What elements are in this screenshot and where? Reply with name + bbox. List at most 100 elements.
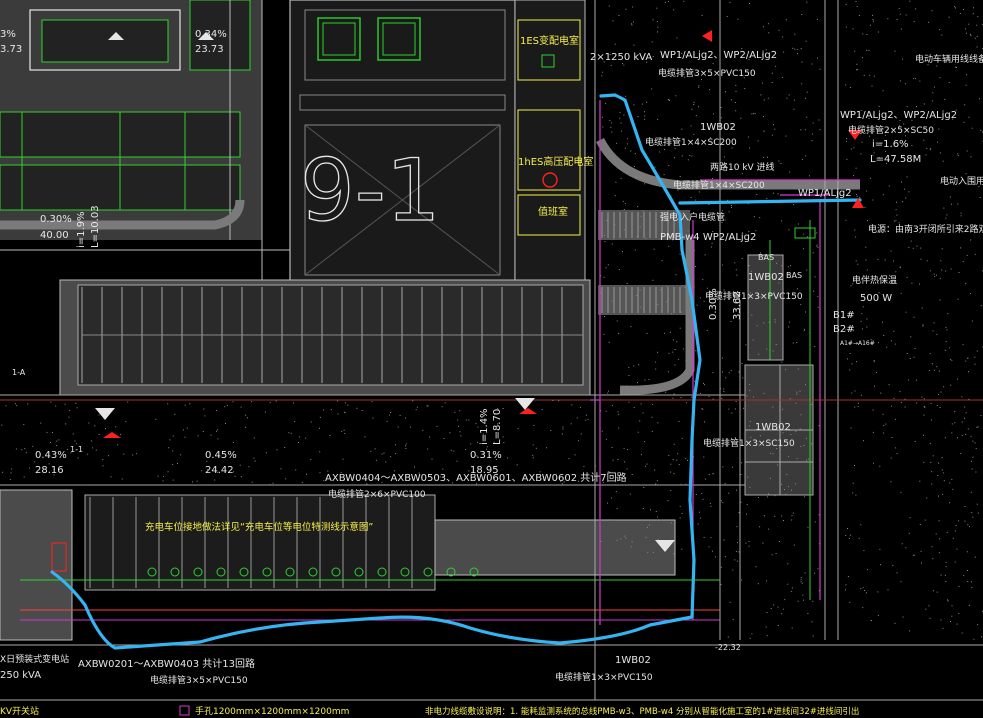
dot xyxy=(954,411,956,413)
dot xyxy=(742,377,744,379)
elevation-label: -22.32 xyxy=(715,643,741,652)
dot xyxy=(855,167,857,169)
dot xyxy=(319,427,320,429)
dot xyxy=(906,353,908,354)
dot xyxy=(240,476,242,478)
dot xyxy=(735,401,737,402)
dot xyxy=(465,449,467,450)
dot xyxy=(749,486,751,488)
dot xyxy=(785,135,787,137)
dot xyxy=(914,441,916,442)
dot xyxy=(10,472,12,474)
dot xyxy=(770,477,771,479)
slope-label: 40.00 xyxy=(40,230,69,241)
dot xyxy=(900,28,902,30)
dot xyxy=(374,448,376,450)
dot xyxy=(971,460,972,462)
dot xyxy=(941,181,943,183)
dot xyxy=(21,449,23,451)
dot xyxy=(690,125,692,127)
dot xyxy=(477,441,478,443)
dot xyxy=(945,340,947,342)
dot xyxy=(642,412,644,414)
dot xyxy=(879,465,881,467)
dot xyxy=(371,401,373,403)
dot xyxy=(761,185,763,187)
room-label: 1ES变配电室 xyxy=(520,34,579,47)
dot xyxy=(922,325,924,327)
dot xyxy=(867,220,868,222)
dot xyxy=(641,103,643,105)
dot xyxy=(656,7,658,9)
dot xyxy=(981,636,982,638)
dot xyxy=(673,553,675,555)
dot xyxy=(337,413,339,415)
dot xyxy=(970,581,972,583)
dot xyxy=(805,40,807,42)
dot xyxy=(701,15,703,16)
dot xyxy=(174,413,176,415)
dot xyxy=(854,50,856,52)
dot xyxy=(854,465,855,466)
dot xyxy=(690,197,692,199)
dot xyxy=(795,431,797,432)
dot xyxy=(546,447,548,449)
dot xyxy=(601,430,603,432)
dot xyxy=(633,166,635,167)
dot xyxy=(923,139,925,141)
dot xyxy=(646,463,648,465)
dot xyxy=(975,447,977,449)
dot xyxy=(952,488,954,490)
dot xyxy=(945,566,947,568)
dot xyxy=(726,16,728,17)
dot xyxy=(182,429,184,431)
dot xyxy=(867,569,869,571)
charging-note: 充电车位接地做法详见“充电车位等电位特测线示意图” xyxy=(145,521,373,533)
dot xyxy=(766,612,768,613)
dot xyxy=(693,286,695,288)
dot xyxy=(960,212,962,214)
dot xyxy=(186,427,188,429)
dot xyxy=(948,16,950,18)
dot xyxy=(868,135,870,137)
dot xyxy=(786,97,788,99)
dot xyxy=(940,391,942,393)
dot xyxy=(896,19,898,20)
dot xyxy=(720,500,722,502)
dot xyxy=(616,508,618,510)
dot xyxy=(929,617,931,619)
dot xyxy=(214,479,216,481)
dot xyxy=(854,229,856,231)
dot xyxy=(623,209,625,210)
dot xyxy=(768,321,770,323)
dot xyxy=(769,452,771,454)
dot xyxy=(665,391,667,393)
dot xyxy=(727,199,729,201)
dot xyxy=(710,537,712,539)
dot xyxy=(879,142,881,144)
dot xyxy=(605,267,607,269)
dot xyxy=(344,412,346,414)
charging-parking xyxy=(0,489,720,641)
dot xyxy=(847,528,848,529)
dot xyxy=(788,292,790,294)
dot xyxy=(56,440,58,442)
dot xyxy=(645,536,647,538)
dot xyxy=(755,230,757,232)
dot xyxy=(980,415,982,417)
dot xyxy=(618,413,620,415)
dot xyxy=(902,616,904,618)
dot xyxy=(966,32,967,34)
dot xyxy=(955,525,957,527)
dot xyxy=(639,226,641,228)
building-number: 9-1 xyxy=(300,141,440,241)
dot xyxy=(28,467,30,469)
dot xyxy=(964,520,966,522)
dot xyxy=(636,295,638,296)
dot xyxy=(923,461,925,463)
dot xyxy=(604,235,605,236)
dot xyxy=(475,423,477,425)
dot xyxy=(558,400,560,402)
dot xyxy=(616,142,618,144)
dot xyxy=(898,125,900,127)
